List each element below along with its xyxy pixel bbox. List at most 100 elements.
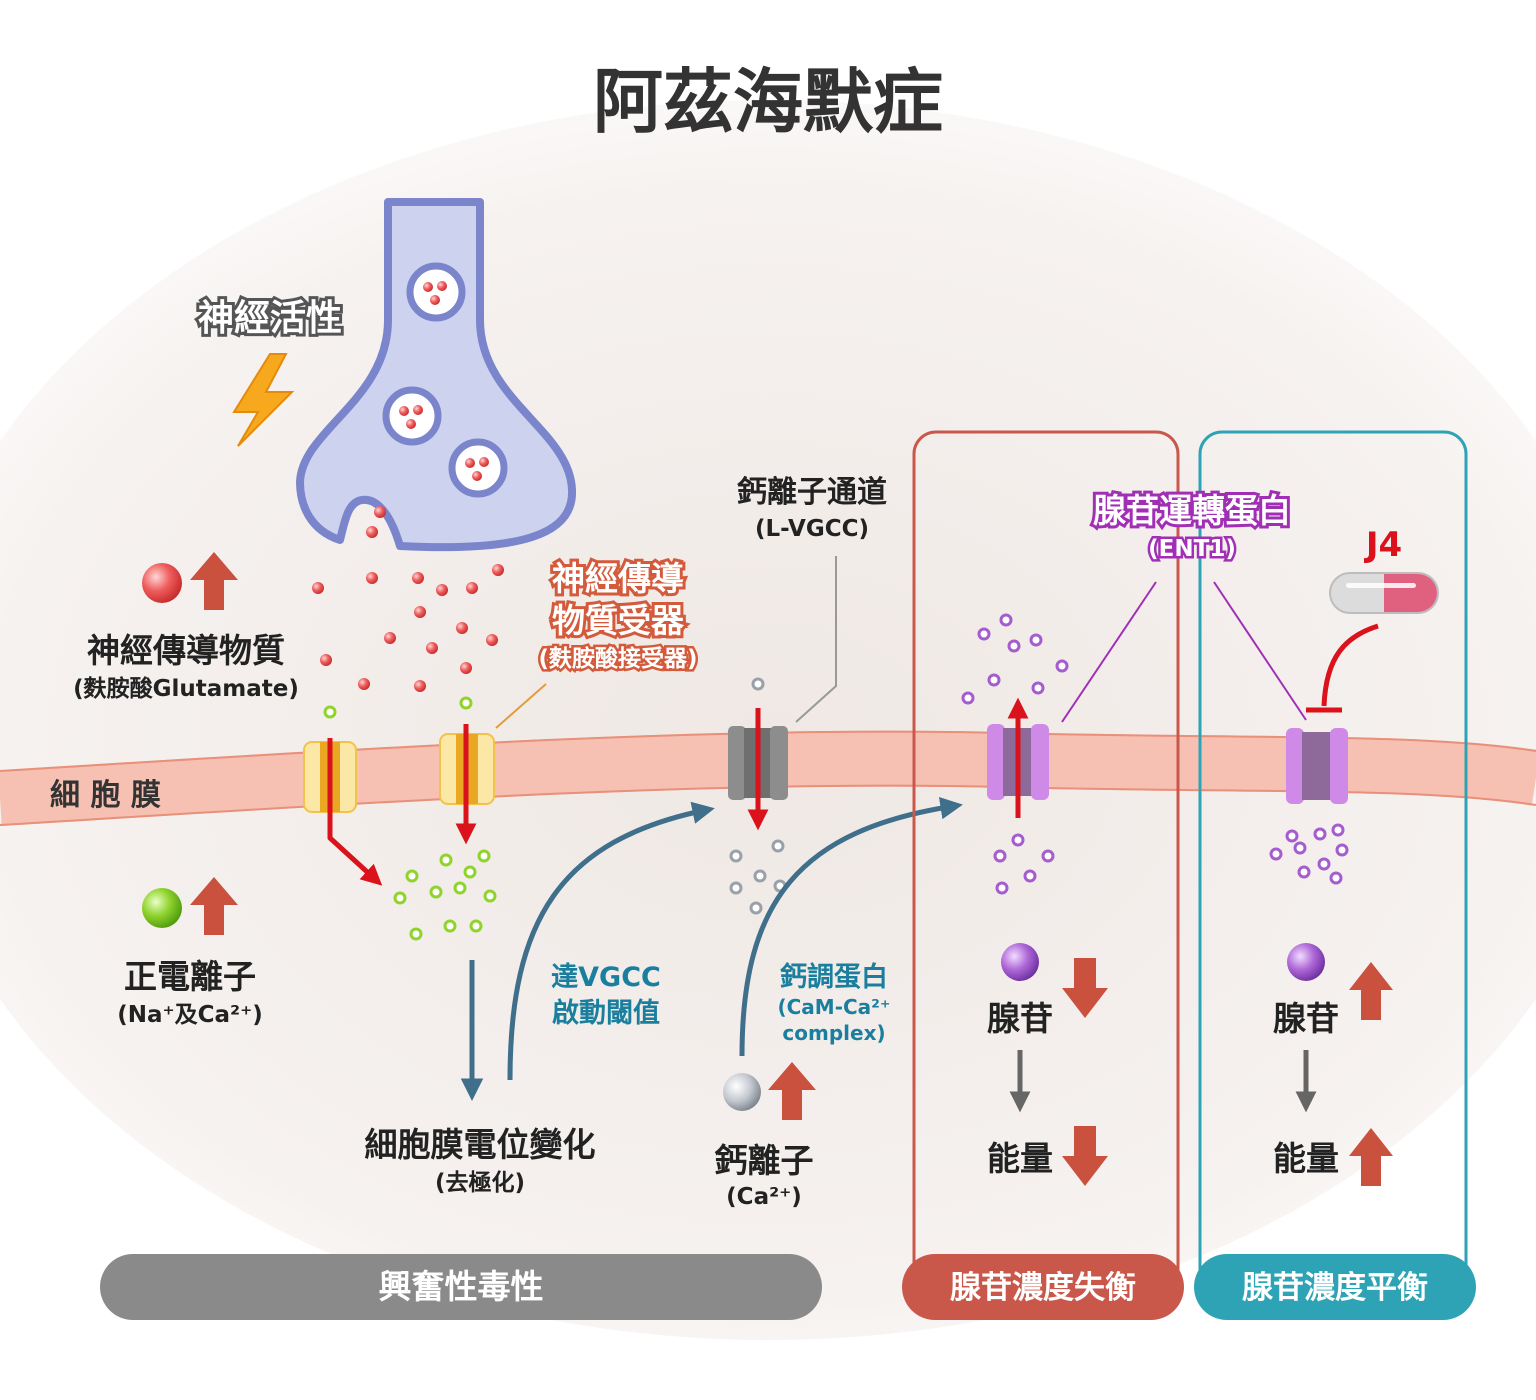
particle: [459, 696, 473, 710]
particle: [374, 506, 386, 518]
particle: [749, 901, 763, 915]
particle: [1317, 857, 1331, 871]
adenosine-ball: [1287, 943, 1325, 981]
balance-label: 腺苷濃度平衡: [1242, 1270, 1428, 1306]
particle: [453, 881, 467, 895]
membrane-label: 細 胞 膜: [50, 778, 161, 813]
up-arrow-icon: [190, 552, 238, 610]
adenosine-label-left: 腺苷: [987, 999, 1053, 1038]
particle: [1055, 659, 1069, 673]
capsule-icon: [1329, 572, 1439, 614]
particle: [439, 853, 453, 867]
up-arrow-icon: [190, 877, 238, 935]
down-arrow-icon: [1062, 1126, 1108, 1186]
particle: [393, 891, 407, 905]
particle: [1007, 639, 1021, 653]
particle: [1011, 833, 1025, 847]
ent1-leader-left: [1061, 581, 1157, 723]
neurotransmitter-ball: [142, 563, 182, 603]
depolarization-label: 細胞膜電位變化: [365, 1125, 596, 1164]
particle: [1023, 869, 1037, 883]
particle: [995, 881, 1009, 895]
glutamate-particles: [312, 506, 504, 692]
vesicle: [406, 262, 466, 322]
particle: [977, 627, 991, 641]
calcium-channel-sublabel: (L-VGCC): [755, 516, 869, 542]
calmodulin-sublabel-2: complex): [782, 1021, 885, 1045]
particle: [312, 582, 324, 594]
calmodulin-arrow: [739, 796, 963, 1057]
particle: [1269, 847, 1283, 861]
particle: [771, 839, 785, 853]
calcium-ion-ball: [723, 1073, 761, 1111]
inhibition-line: [1321, 623, 1379, 707]
particle: [1285, 829, 1299, 843]
particle: [414, 680, 426, 692]
particle: [1329, 871, 1343, 885]
particle: [999, 613, 1013, 627]
particle: [412, 572, 424, 584]
particle: [753, 869, 767, 883]
calmodulin-label: 鈣調蛋白: [780, 961, 888, 993]
neural-activity-label: 神經活性: [198, 298, 342, 339]
calmodulin-sublabel-1: (CaM-Ca²⁺: [777, 995, 890, 1019]
cation-influx-arrow: [327, 738, 383, 886]
calcium-ion-label: 鈣離子: [715, 1141, 814, 1180]
excitotoxicity-label: 興奮性毒性: [379, 1267, 544, 1306]
vgcc-threshold-label-2: 啟動閾值: [552, 998, 660, 1029]
ent1-transporter-inhibited: [1286, 728, 1348, 804]
particle: [1297, 865, 1311, 879]
particle: [405, 869, 419, 883]
cation-ball: [142, 888, 182, 928]
ent1-leader-right: [1213, 581, 1307, 721]
particle: [469, 919, 483, 933]
excitotoxicity-bar: [100, 1254, 822, 1320]
particle: [1331, 823, 1345, 837]
receptor-label-line1: 神經傳導: [552, 559, 684, 598]
up-arrow-icon: [1349, 1128, 1393, 1186]
particle: [729, 881, 743, 895]
calcium-channel-label: 鈣離子通道: [737, 475, 887, 510]
neurotransmitter-sublabel: (麩胺酸Glutamate): [73, 675, 299, 702]
particle: [486, 634, 498, 646]
imbalance-label: 腺苷濃度失衡: [950, 1270, 1136, 1306]
energy-label-right: 能量: [1273, 1139, 1339, 1178]
particle: [987, 673, 1001, 687]
particle: [751, 677, 765, 691]
balance-badge: [1194, 1254, 1476, 1320]
adenosine-ball: [1001, 943, 1039, 981]
depolarization-sublabel: (去極化): [435, 1169, 525, 1196]
particle: [729, 849, 743, 863]
cation-particles: [323, 696, 497, 941]
particle: [436, 584, 448, 596]
particle: [1293, 841, 1307, 855]
receptor-label-line2: 物質受器: [552, 601, 685, 640]
particle: [358, 678, 370, 690]
imbalance-badge: [902, 1254, 1184, 1320]
channel-leader-line: [795, 556, 837, 723]
particle: [320, 654, 332, 666]
particle: [1029, 633, 1043, 647]
receptor-leader-line: [495, 683, 547, 729]
particle: [460, 662, 472, 674]
particle: [463, 865, 477, 879]
particle: [366, 526, 378, 538]
particle: [426, 642, 438, 654]
adenosine-particles: [961, 613, 1349, 895]
j4-label: J4: [1364, 525, 1402, 565]
particle: [456, 622, 468, 634]
particle: [323, 705, 337, 719]
particle: [961, 691, 975, 705]
particle: [492, 564, 504, 576]
vgcc-activation-arrow: [507, 801, 715, 1081]
particle: [443, 919, 457, 933]
calcium-ion-sublabel: (Ca²⁺): [726, 1184, 802, 1210]
receptor-sublabel: (麩胺酸接受器): [538, 645, 697, 672]
neurotransmitter-label: 神經傳導物質: [87, 631, 285, 670]
vesicle: [448, 438, 508, 498]
particle: [483, 889, 497, 903]
particle: [1031, 681, 1045, 695]
vgcc-threshold-label: 達VGCC: [551, 962, 661, 993]
